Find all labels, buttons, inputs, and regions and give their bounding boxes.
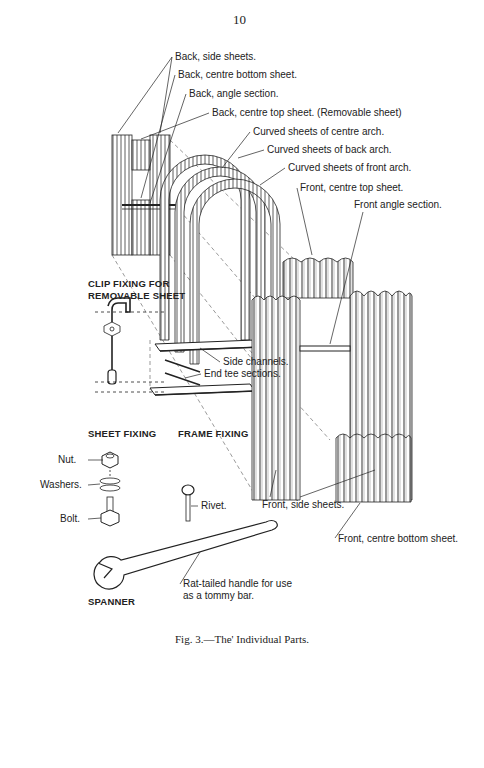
part-label: End tee sections. [204,368,281,380]
part-label: Curved sheets of centre arch. [253,126,384,138]
part-label: Side channels. [223,356,289,368]
section-heading: CLIP FIXING FOR REMOVABLE SHEET [88,278,198,302]
part-label: Bolt. [60,513,80,525]
part-label: Nut. [58,454,76,466]
part-label: Front, side sheets. [262,499,344,511]
part-label: Rivet. [201,500,227,512]
part-label: Rat-tailed handle for use as a tommy bar… [183,578,293,602]
section-heading: SHEET FIXING [88,428,156,440]
part-label: Front angle section. [354,199,442,211]
part-label: Front, centre top sheet. [300,182,403,194]
section-heading: SPANNER [88,596,135,608]
figure-caption: Fig. 3.—The' Individual Parts. [0,633,484,645]
part-label: Curved sheets of back arch. [267,144,392,156]
page-number: 10 [233,14,246,26]
part-label: Back, side sheets. [175,51,256,63]
part-label: Washers. [40,479,82,491]
part-label: Curved sheets of front arch. [288,162,411,174]
part-label: Back, centre bottom sheet. [178,69,297,81]
part-label: Back, angle section. [189,88,279,100]
part-label: Back, centre top sheet. (Removable sheet… [212,107,402,119]
section-heading: FRAME FIXING [178,428,248,440]
part-label: Front, centre bottom sheet. [338,533,458,545]
